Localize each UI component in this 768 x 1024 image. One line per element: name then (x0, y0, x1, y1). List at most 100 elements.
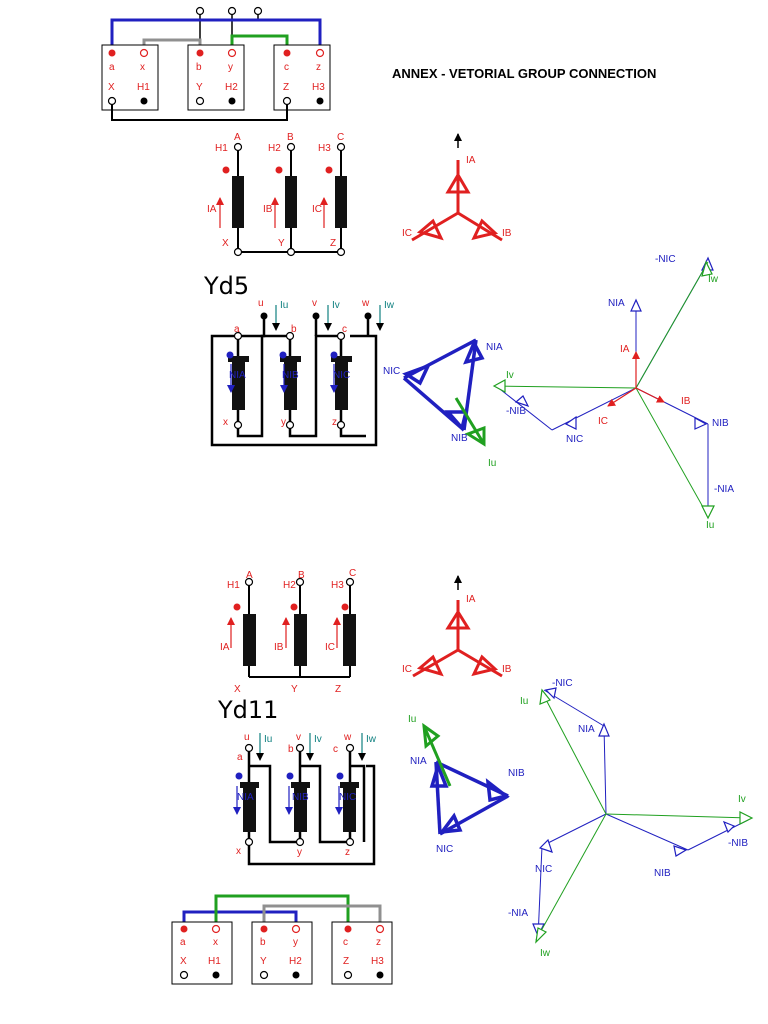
current-label: IC (325, 642, 335, 653)
star-current-label: IB (502, 664, 512, 675)
terminal-label: H2 (283, 580, 296, 591)
line-label: v (296, 732, 301, 743)
yd5-phasor-diagram: -NIC Iw NIA IA Iv -NIB IB IC NIB NIC -NI… (492, 254, 734, 531)
phase-label: B (298, 570, 305, 581)
top-board-label: H2 (225, 82, 238, 93)
bottom-terminal-board: a x b y c z X H1 Y H2 Z H3 (171, 894, 393, 985)
current-label: IA (207, 204, 217, 215)
phasor-label: Iv (738, 794, 746, 805)
phasor-label: Iw (540, 948, 551, 959)
star-current-label: IA (466, 594, 476, 605)
phasor-label: -NIB (506, 406, 526, 417)
terminal-label: H1 (215, 143, 228, 154)
top-board-label: H1 (137, 82, 150, 93)
bottom-board-label: x (213, 937, 218, 948)
yd11-phasor-diagram: -NIC Iu NIA Iv -NIB NIC NIB -NIA Iw (508, 678, 754, 959)
top-board-label: X (108, 82, 115, 93)
bottom-board-label: c (343, 937, 348, 948)
top-board-label: z (316, 62, 321, 73)
phasor-label: -NIA (508, 908, 528, 919)
page-title: ANNEX - VETORIAL GROUP CONNECTION (392, 66, 656, 81)
line-label: w (361, 298, 370, 309)
delta-label: Iu (408, 714, 416, 725)
top-board-label: Y (196, 82, 203, 93)
phasor-label: NIA (608, 298, 625, 309)
yd11-primary-star: IA IC IB (402, 575, 512, 678)
end-label: x (223, 417, 228, 428)
phase-label: C (349, 568, 356, 579)
yd11-primary-windings: A B C H1 H2 H3 IA IB IC X Y Z (220, 568, 356, 695)
delta-label: NIC (436, 844, 453, 855)
neutral-label: Y (278, 238, 285, 249)
top-board-label: H3 (312, 82, 325, 93)
line-label: u (258, 298, 264, 309)
phasor-label: IA (620, 344, 630, 355)
yd11-secondary-windings: u v w Iu Iv Iw a b c NIA NIB NIC x y z (233, 732, 377, 866)
star-current-label: IC (402, 664, 412, 675)
winding-current-label: NIA (229, 370, 246, 381)
phase-label: B (287, 132, 294, 143)
neutral-label: Z (335, 684, 341, 695)
top-board-label: b (196, 62, 202, 73)
top-board-label: y (228, 62, 233, 73)
yd5-secondary-windings: u v w Iu Iv Iw a b c NIA NIB NIC x y z (210, 298, 395, 447)
terminal-label: H2 (268, 143, 281, 154)
phase-label: A (246, 570, 253, 581)
line-label: w (343, 732, 352, 743)
line-label: v (312, 298, 317, 309)
phase-label: a (234, 324, 240, 335)
phase-label: a (237, 752, 243, 763)
star-current-label: IA (466, 155, 476, 166)
bottom-board-label: H2 (289, 956, 302, 967)
line-label: u (244, 732, 250, 743)
neutral-label: X (234, 684, 241, 695)
top-terminal-board: a x b y c z X H1 Y H2 Z H3 (101, 6, 331, 121)
bottom-board-label: Y (260, 956, 267, 967)
bottom-board-label: Z (343, 956, 349, 967)
current-label: IB (274, 642, 284, 653)
yd11-delta-triangle: Iu NIA NIB NIC (408, 714, 525, 855)
star-current-label: IC (402, 228, 412, 239)
bottom-board-label: H3 (371, 956, 384, 967)
bottom-board-label: y (293, 937, 298, 948)
phasor-label: Iw (708, 274, 719, 285)
phasor-label: NIC (535, 864, 552, 875)
bottom-board-label: b (260, 937, 266, 948)
delta-label: NIB (508, 768, 525, 779)
delta-label: NIA (486, 342, 503, 353)
terminal-label: H3 (331, 580, 344, 591)
bottom-board-label: a (180, 937, 186, 948)
top-board-label: c (284, 62, 289, 73)
phasor-label: NIB (654, 868, 671, 879)
current-label: IA (220, 642, 230, 653)
phasor-label: IC (598, 416, 608, 427)
bottom-board-label: z (376, 937, 381, 948)
line-current-label: Iv (314, 734, 322, 745)
yd5-primary-windings: A B C H1 H2 H3 IA IB IC X Y Z (207, 132, 347, 257)
winding-current-label: NIB (282, 370, 299, 381)
phasor-label: -NIC (552, 678, 573, 689)
winding-current-label: NIA (237, 792, 254, 803)
top-board-label: Z (283, 82, 289, 93)
phase-label: c (333, 744, 338, 755)
neutral-label: Z (330, 238, 336, 249)
phasor-label: Iv (506, 370, 514, 381)
phasor-label: NIB (712, 418, 729, 429)
group-name-yd5: Yd5 (203, 272, 249, 300)
neutral-label: X (222, 238, 229, 249)
top-board-label: a (109, 62, 115, 73)
current-label: IC (312, 204, 322, 215)
phase-label: c (342, 324, 347, 335)
terminal-label: H3 (318, 143, 331, 154)
delta-label: NIB (451, 433, 468, 444)
phasor-label: -NIB (728, 838, 748, 849)
current-label: IB (263, 204, 273, 215)
delta-label: NIA (410, 756, 427, 767)
phase-label: A (234, 132, 241, 143)
terminal-label: H1 (227, 580, 240, 591)
end-label: x (236, 846, 241, 857)
winding-current-label: NIB (292, 792, 309, 803)
yd5-primary-star: IA IC IB (402, 133, 512, 242)
phasor-label: NIC (566, 434, 583, 445)
